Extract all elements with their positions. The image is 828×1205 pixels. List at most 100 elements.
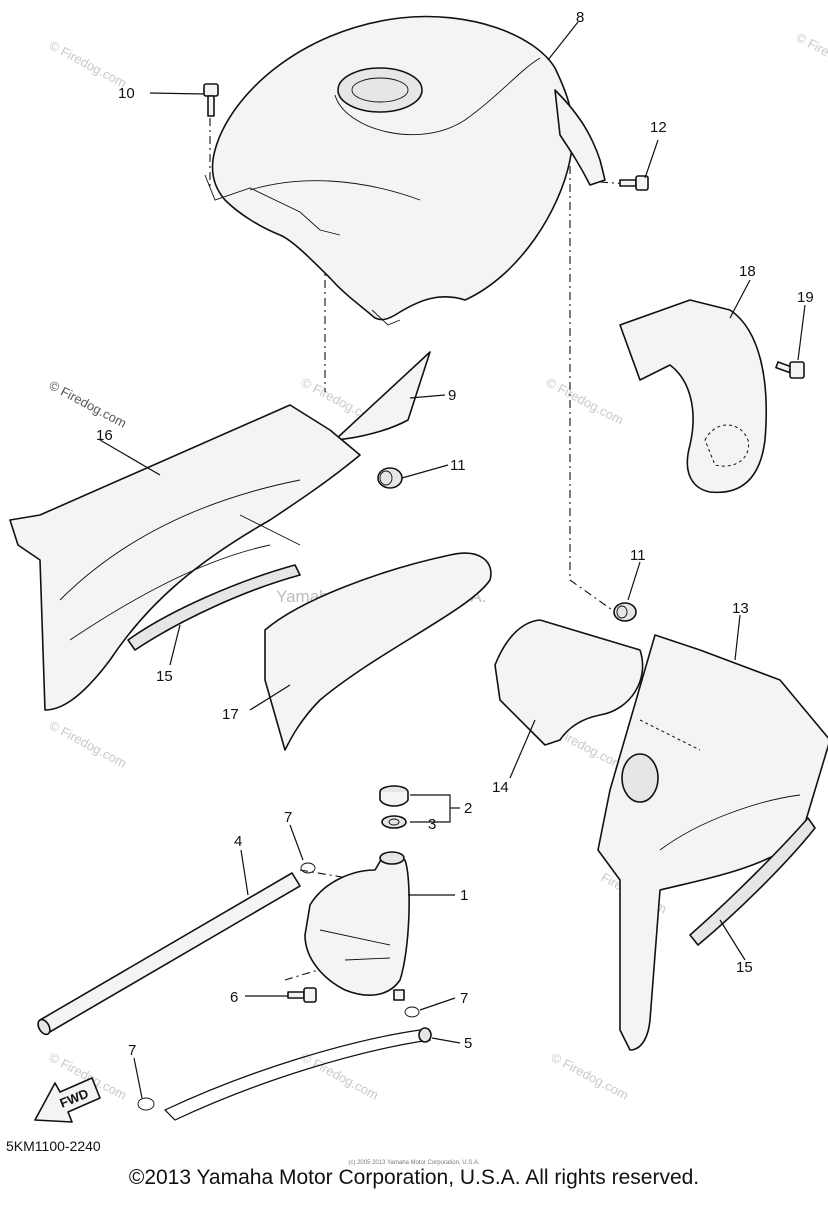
washer-outer (381, 815, 407, 829)
filler-opening-inner (351, 77, 409, 103)
reservoir-contour (319, 929, 391, 946)
leader-line (99, 439, 161, 476)
callout-18: 18 (739, 263, 756, 280)
bolt-part-12 (619, 175, 649, 191)
callout-13: 13 (732, 600, 749, 617)
callout-16: 16 (96, 427, 113, 444)
alignment-line (284, 969, 319, 981)
side-cover-contour (659, 794, 801, 851)
reservoir-neck (379, 851, 405, 865)
reservoir-body (304, 857, 410, 996)
grommet-inner (379, 470, 393, 486)
tank-cover-shell (211, 15, 574, 321)
tiny-copyright: (c) 2005 2013 Yamaha Motor Corporation, … (348, 1160, 480, 1166)
cap-body (379, 792, 409, 807)
bolt-part-10 (203, 83, 219, 117)
callout-15: 15 (736, 959, 753, 976)
side-cover-left-part-16 (9, 404, 361, 711)
watermark-brand: © Firedog.com (299, 1049, 381, 1102)
leader-line (169, 624, 181, 666)
leader-line (401, 464, 449, 479)
callout-19: 19 (797, 289, 814, 306)
bolt-head (303, 987, 317, 1003)
leader-lines (99, 21, 806, 1099)
tank-cover-flange (204, 174, 341, 236)
callout-12: 12 (650, 119, 667, 136)
leader-line (249, 684, 291, 711)
leader-line (734, 614, 741, 661)
bolt-head (203, 83, 219, 97)
bolt-part-6 (287, 987, 317, 1003)
copyright-notice: ©2013 Yamaha Motor Corporation, U.S.A. A… (128, 1166, 700, 1189)
tank-cover-bracket (554, 89, 606, 186)
callout-17: 17 (222, 706, 239, 723)
reservoir-tank-part-1 (304, 851, 410, 1001)
watermark-brand: © Firedog.com (549, 1049, 631, 1102)
watermark-brand: © Firedog.com (47, 717, 129, 770)
side-cover-hidden-line (639, 719, 701, 751)
side-cover-contour (239, 514, 301, 546)
callout-5: 5 (464, 1035, 472, 1052)
leader-line (431, 1037, 461, 1044)
air-duct-part-18 (619, 299, 768, 494)
alignment-lines (209, 118, 629, 981)
grommet-outer (613, 602, 637, 622)
leader-line (289, 824, 304, 861)
panel-part-14 (494, 619, 644, 746)
leader-line (627, 561, 641, 601)
grommet-part-11-upper (377, 467, 403, 489)
diagram-code: 5KM1100-2240 (6, 1138, 101, 1154)
callout-3: 3 (428, 816, 436, 833)
callout-9: 9 (448, 387, 456, 404)
callout-2: 2 (464, 800, 472, 817)
side-cover-contour (59, 479, 301, 601)
clamp-part-7 (404, 1006, 420, 1018)
washer-inner (388, 818, 400, 826)
tank-cover-contour (249, 180, 421, 201)
clamp-part-7 (300, 862, 316, 874)
grommet-inner (616, 605, 628, 619)
leader-line (240, 849, 249, 896)
bolt-shank (287, 991, 305, 999)
leader-line (729, 279, 751, 319)
leader-line (419, 997, 456, 1011)
side-cover-contour (69, 544, 271, 641)
callout-11: 11 (450, 457, 466, 474)
hose-part-4 (39, 872, 301, 1034)
bolt-part-19 (775, 361, 805, 379)
alignment-line (299, 869, 361, 881)
strip-part-15-left (127, 564, 301, 651)
leader-line (547, 21, 579, 61)
watermark-brand: © Firedog.com (794, 29, 828, 82)
callout-7: 7 (460, 990, 468, 1007)
leader-line (509, 719, 536, 779)
panel-part-17 (264, 552, 492, 751)
hose-part-5 (163, 1029, 432, 1121)
watermark-brand: © Firedog.com (544, 374, 626, 427)
watermark-brand-dark: © Firedog.com (47, 377, 129, 430)
callout-6: 6 (230, 989, 238, 1006)
forward-direction-arrow: FWD (34, 1077, 101, 1123)
side-cover-left-body (9, 404, 361, 711)
tank-cover-edge (371, 309, 401, 326)
panel-part-9 (334, 351, 431, 441)
leader-line (797, 304, 806, 361)
air-duct-hidden-detail (704, 424, 750, 467)
reservoir-outlet (393, 989, 405, 1001)
leader-line (644, 139, 659, 179)
tank-cover-contour (334, 57, 541, 135)
leader-line (149, 92, 205, 95)
cap-part-2 (379, 785, 409, 807)
bolt-shank (207, 95, 215, 117)
bolt-head (789, 361, 805, 379)
hose-end (418, 1027, 432, 1043)
clamp-part-7 (137, 1097, 155, 1111)
callout-1: 1 (460, 887, 468, 904)
tank-cover-part-8 (204, 15, 606, 326)
filler-opening (337, 67, 423, 113)
bolt-shank (619, 179, 637, 187)
alignment-line (569, 130, 616, 613)
grommet-outer (377, 467, 403, 489)
